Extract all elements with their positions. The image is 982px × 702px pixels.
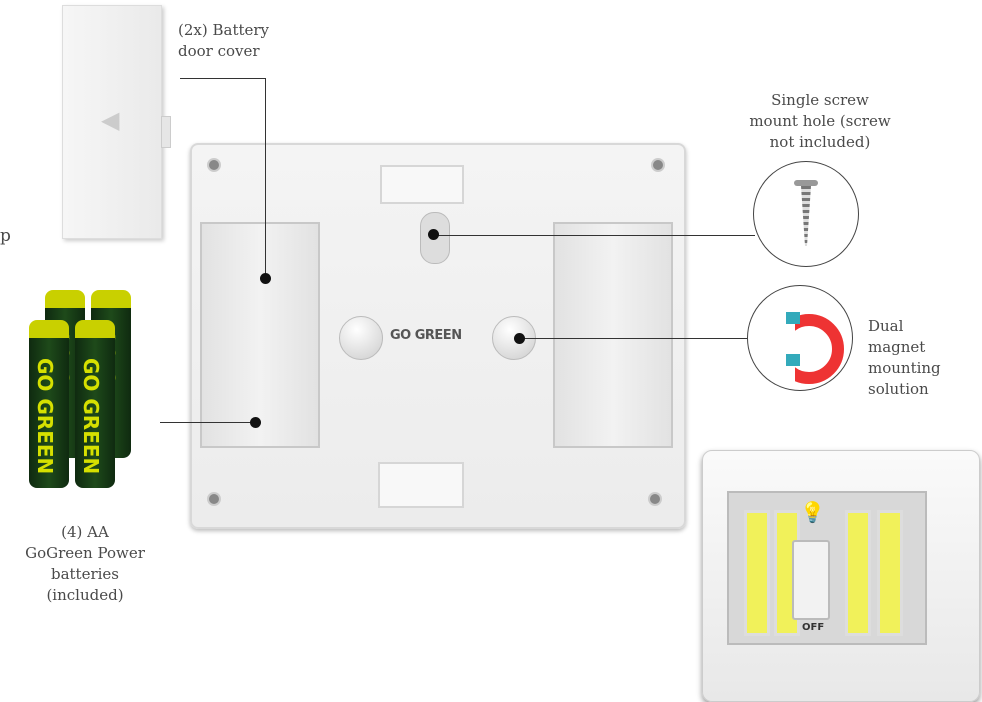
arrow-icon: ◀: [101, 106, 120, 134]
battery-compartment-left: [200, 222, 320, 448]
magnet-icon: [747, 285, 853, 391]
battery-compartment-right: [553, 222, 673, 448]
bulb-icon: 💡: [800, 500, 825, 524]
screw-icon: [753, 161, 859, 267]
toggle-switch: [792, 540, 830, 620]
off-label: OFF: [802, 622, 825, 633]
gogreen-logo: GO GREEN: [390, 328, 462, 343]
aa-batteries: GO GREEN GO GREEN GO GREEN GO GREEN: [25, 290, 140, 505]
battery-door-cover: ◀: [62, 5, 171, 239]
cut-off-text: p: [0, 226, 11, 246]
magnet-left: [339, 316, 383, 360]
